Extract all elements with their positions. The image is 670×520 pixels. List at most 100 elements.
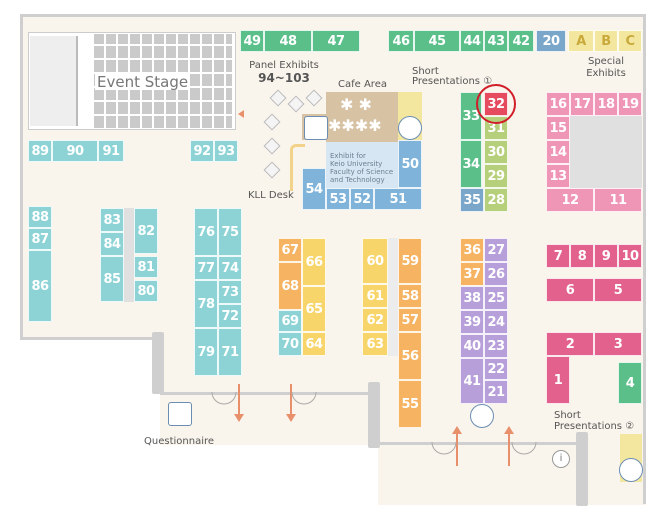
booth-45[interactable]: 45	[414, 30, 460, 52]
booth-B[interactable]: B	[594, 30, 618, 52]
booth-19[interactable]: 19	[618, 92, 642, 116]
booth-42[interactable]: 42	[508, 30, 534, 52]
kll-desk[interactable]	[290, 144, 305, 191]
booth-62[interactable]: 62	[362, 308, 388, 332]
booth-9[interactable]: 9	[594, 244, 618, 268]
booth-15[interactable]: 15	[546, 116, 570, 140]
booth-86[interactable]: 86	[28, 250, 52, 322]
panel-exhibits-label: Panel Exhibits	[249, 60, 319, 71]
booth-4[interactable]: 4	[618, 362, 642, 404]
booth-83[interactable]: 83	[100, 208, 124, 232]
booth-28[interactable]: 28	[484, 188, 508, 212]
booth-66[interactable]: 66	[302, 238, 326, 286]
info-icon[interactable]: i	[552, 450, 570, 468]
booth-3[interactable]: 3	[594, 332, 642, 356]
booth-55[interactable]: 55	[398, 380, 422, 428]
booth-70[interactable]: 70	[278, 332, 302, 356]
booth-65[interactable]: 65	[302, 286, 326, 332]
booth-72[interactable]: 72	[218, 304, 242, 328]
booth-29[interactable]: 29	[484, 164, 508, 188]
booth-57[interactable]: 57	[398, 308, 422, 332]
booth-77[interactable]: 77	[194, 256, 218, 280]
booth-21[interactable]: 21	[484, 380, 508, 404]
booth-22[interactable]: 22	[484, 358, 508, 380]
booth-10[interactable]: 10	[618, 244, 642, 268]
booth-85[interactable]: 85	[100, 256, 124, 302]
wall-left-bottom	[20, 337, 162, 340]
booth-14[interactable]: 14	[546, 140, 570, 164]
booth-84[interactable]: 84	[100, 232, 124, 256]
booth-91[interactable]: 91	[98, 140, 124, 162]
booth-16[interactable]: 16	[546, 92, 570, 116]
booth-41[interactable]: 41	[460, 358, 484, 404]
booth-63[interactable]: 63	[362, 332, 388, 356]
special-exhibits-label: Special	[587, 56, 625, 67]
booth-89[interactable]: 89	[28, 140, 52, 162]
booth-81[interactable]: 81	[134, 256, 158, 278]
booth-78[interactable]: 78	[194, 280, 218, 328]
booth-2[interactable]: 2	[546, 332, 594, 356]
booth-87[interactable]: 87	[28, 228, 52, 250]
booth-47[interactable]: 47	[312, 30, 360, 52]
booth-40[interactable]: 40	[460, 334, 484, 358]
booth-88[interactable]: 88	[28, 206, 52, 228]
booth-12[interactable]: 12	[546, 188, 594, 212]
booth-34[interactable]: 34	[460, 140, 482, 188]
booth-74[interactable]: 74	[218, 256, 242, 280]
booth-44[interactable]: 44	[460, 30, 484, 52]
booth-23[interactable]: 23	[484, 334, 508, 358]
booth-80[interactable]: 80	[134, 280, 158, 302]
booth-25[interactable]: 25	[484, 286, 508, 310]
booth-48[interactable]: 48	[264, 30, 312, 52]
booth-49[interactable]: 49	[240, 30, 264, 52]
booth-27[interactable]: 27	[484, 238, 508, 262]
booth-17[interactable]: 17	[570, 92, 594, 116]
booth-A[interactable]: A	[568, 30, 594, 52]
booth-58[interactable]: 58	[398, 284, 422, 308]
booth-82[interactable]: 82	[134, 208, 158, 254]
booth-37[interactable]: 37	[460, 262, 484, 286]
booth-69[interactable]: 69	[278, 310, 302, 332]
booth-92[interactable]: 92	[190, 140, 214, 162]
booth-51[interactable]: 51	[374, 188, 422, 210]
booth-11[interactable]: 11	[594, 188, 642, 212]
booth-93[interactable]: 93	[214, 140, 238, 162]
booth-71[interactable]: 71	[218, 328, 242, 376]
entrance-arrow-icon	[508, 434, 510, 466]
booth-54[interactable]: 54	[302, 168, 326, 210]
booth-6[interactable]: 6	[546, 278, 594, 302]
booth-64[interactable]: 64	[302, 332, 326, 356]
booth-20[interactable]: 20	[536, 30, 566, 52]
booth-50[interactable]: 50	[398, 140, 422, 188]
booth-90[interactable]: 90	[52, 140, 98, 162]
booth-61[interactable]: 61	[362, 284, 388, 308]
booth-73[interactable]: 73	[218, 280, 242, 304]
booth-18[interactable]: 18	[594, 92, 618, 116]
booth-76[interactable]: 76	[194, 208, 218, 256]
booth-43[interactable]: 43	[484, 30, 508, 52]
booth-75[interactable]: 75	[218, 208, 242, 256]
booth-13[interactable]: 13	[546, 164, 570, 188]
booth-8[interactable]: 8	[570, 244, 594, 268]
booth-7[interactable]: 7	[546, 244, 570, 268]
booth-5[interactable]: 5	[594, 278, 642, 302]
booth-67[interactable]: 67	[278, 238, 302, 262]
booth-30[interactable]: 30	[484, 140, 508, 164]
booth-53[interactable]: 53	[326, 188, 350, 210]
booth-39[interactable]: 39	[460, 310, 484, 334]
keio-exhibit-area[interactable]	[326, 142, 398, 188]
booth-1[interactable]: 1	[546, 356, 570, 404]
booth-68[interactable]: 68	[278, 262, 302, 310]
booth-36[interactable]: 36	[460, 238, 484, 262]
booth-46[interactable]: 46	[388, 30, 414, 52]
booth-26[interactable]: 26	[484, 262, 508, 286]
booth-C[interactable]: C	[618, 30, 642, 52]
booth-56[interactable]: 56	[398, 332, 422, 380]
booth-79[interactable]: 79	[194, 328, 218, 376]
booth-24[interactable]: 24	[484, 310, 508, 334]
booth-59[interactable]: 59	[398, 238, 422, 284]
booth-60[interactable]: 60	[362, 238, 388, 284]
booth-38[interactable]: 38	[460, 286, 484, 310]
booth-52[interactable]: 52	[350, 188, 374, 210]
booth-35[interactable]: 35	[460, 188, 484, 212]
